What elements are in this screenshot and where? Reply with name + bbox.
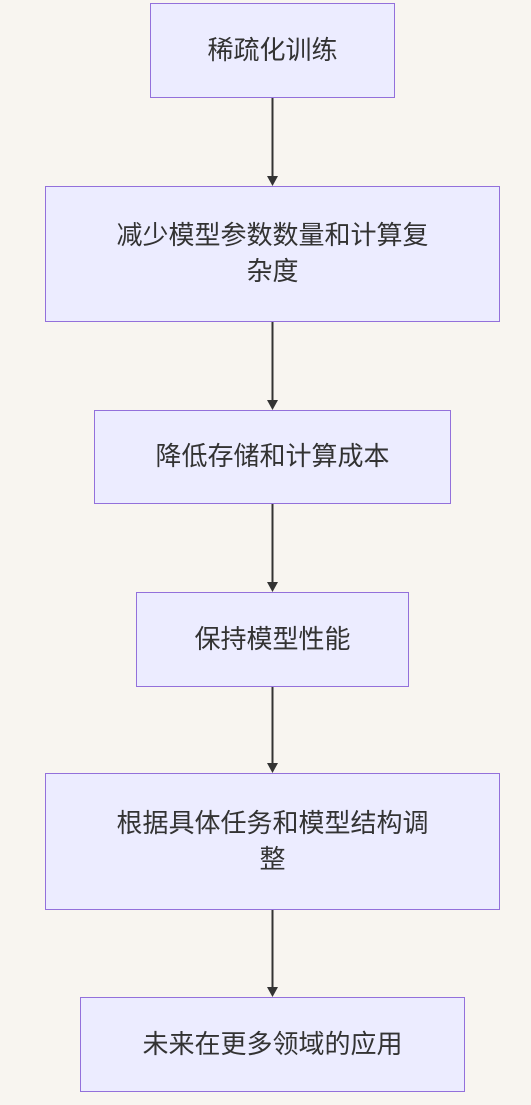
node-label-line-1: 根据具体任务和模型结构调: [116, 808, 429, 839]
node-label-line-1: 减少模型参数数量和计算复: [116, 221, 429, 251]
edge-n3-n4: [267, 504, 278, 592]
edge-n1-n2: [267, 98, 278, 186]
node-sparse-training: 稀疏化训练: [150, 3, 395, 98]
node-reduce-params: 减少模型参数数量和计算复 杂度: [45, 186, 500, 322]
arrowhead-icon: [267, 987, 278, 997]
edge-n4-n5: [267, 687, 278, 773]
node-label: 保持模型性能: [194, 624, 351, 655]
arrowhead-icon: [267, 763, 278, 773]
node-future-applications: 未来在更多领域的应用: [80, 997, 465, 1092]
edge-n5-n6: [267, 910, 278, 997]
edge-n2-n3: [267, 322, 278, 410]
arrowhead-icon: [267, 176, 278, 186]
node-adjust-by-task: 根据具体任务和模型结构调 整: [45, 773, 500, 910]
node-label: 降低存储和计算成本: [155, 442, 390, 472]
node-label: 稀疏化训练: [207, 35, 338, 66]
node-label-line-2: 杂度: [246, 257, 299, 287]
node-reduce-cost: 降低存储和计算成本: [94, 410, 451, 504]
node-label: 未来在更多领域的应用: [142, 1029, 403, 1060]
node-keep-performance: 保持模型性能: [136, 592, 409, 687]
node-label-line-2: 整: [259, 844, 286, 875]
arrowhead-icon: [267, 582, 278, 592]
arrowhead-icon: [267, 400, 278, 410]
